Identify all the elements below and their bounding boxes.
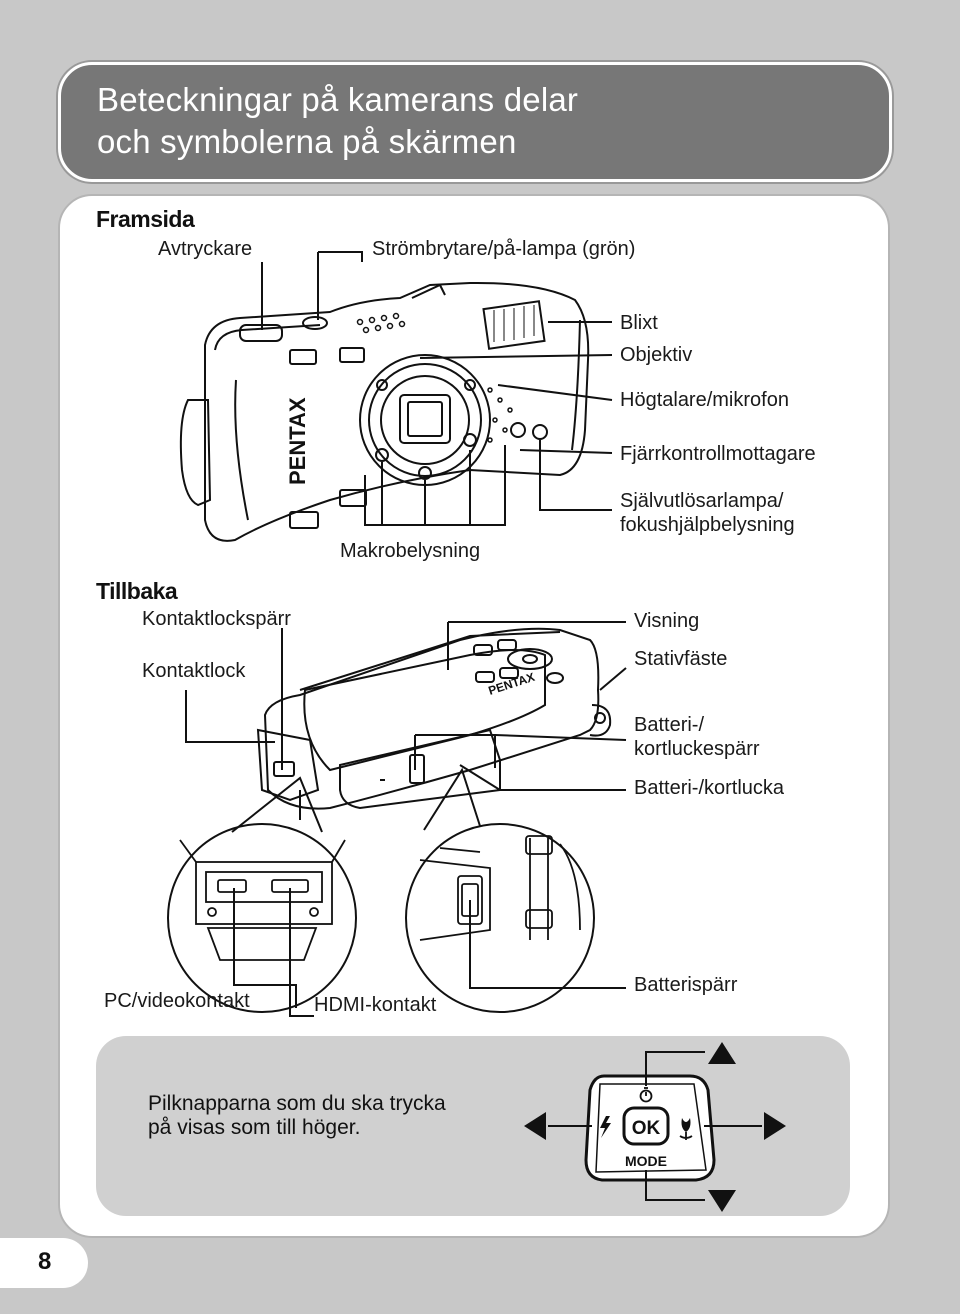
page-title-banner: Beteckningar på kamerans delar och symbo… xyxy=(58,62,892,182)
ok-label: OK xyxy=(632,1118,661,1139)
self-timer-icon xyxy=(639,1087,653,1103)
flash-icon xyxy=(600,1116,611,1138)
label-lens: Objektiv xyxy=(620,344,693,366)
up-arrow-icon xyxy=(708,1042,736,1064)
arrow-note-line1: Pilknapparna som du ska trycka xyxy=(148,1092,446,1115)
label-battery-lock-line2: kortluckespärr xyxy=(634,738,760,760)
macro-icon xyxy=(679,1118,693,1140)
front-brand-logo: PENTAX xyxy=(285,397,310,485)
label-macro-light: Makrobelysning xyxy=(340,540,481,562)
page-title-line2: och symbolerna på skärmen xyxy=(97,123,517,160)
label-remote-receiver: Fjärrkontrollmottagare xyxy=(620,443,816,465)
front-camera-drawing xyxy=(179,281,590,542)
label-selftimer-line1: Självutlösarlampa/ xyxy=(620,490,784,512)
label-terminal-lock: Kontaktlockspärr xyxy=(142,608,291,630)
page-number-tab: 8 xyxy=(0,1238,88,1288)
label-hdmi-terminal: HDMI-kontakt xyxy=(314,994,437,1016)
label-pc-av-terminal: PC/videokontakt xyxy=(104,990,250,1012)
right-arrow-icon xyxy=(764,1112,786,1140)
back-heading: Tillbaka xyxy=(96,578,178,604)
front-heading: Framsida xyxy=(96,206,195,232)
label-battery-lock-line1: Batteri-/ xyxy=(634,714,705,736)
label-selftimer-line2: fokushjälpbelysning xyxy=(620,514,795,536)
label-battery-cover: Batteri-/kortlucka xyxy=(634,777,785,799)
ok-button xyxy=(622,1106,670,1146)
label-power-switch: Strömbrytare/på-lampa (grön) xyxy=(372,238,636,260)
label-battery-latch: Batterispärr xyxy=(634,974,738,996)
label-display: Visning xyxy=(634,610,700,632)
label-flash: Blixt xyxy=(620,312,658,334)
label-speaker: Högtalare/mikrofon xyxy=(620,389,789,411)
battery-latch-detail xyxy=(419,835,581,941)
arrow-note-line2: på visas som till höger. xyxy=(148,1116,361,1139)
label-shutter: Avtryckare xyxy=(158,238,253,260)
mode-label: MODE xyxy=(625,1153,667,1169)
back-camera-drawing xyxy=(256,627,612,810)
page-number: 8 xyxy=(38,1248,52,1275)
down-arrow-icon xyxy=(708,1190,736,1212)
terminal-detail xyxy=(179,839,346,961)
label-tripod: Stativfäste xyxy=(634,648,728,670)
label-terminal-cover: Kontaktlock xyxy=(142,660,246,682)
left-arrow-icon xyxy=(524,1112,546,1140)
up-leader xyxy=(645,1051,705,1086)
down-leader xyxy=(645,1170,705,1201)
page-title-line1: Beteckningar på kamerans delar xyxy=(97,81,579,118)
